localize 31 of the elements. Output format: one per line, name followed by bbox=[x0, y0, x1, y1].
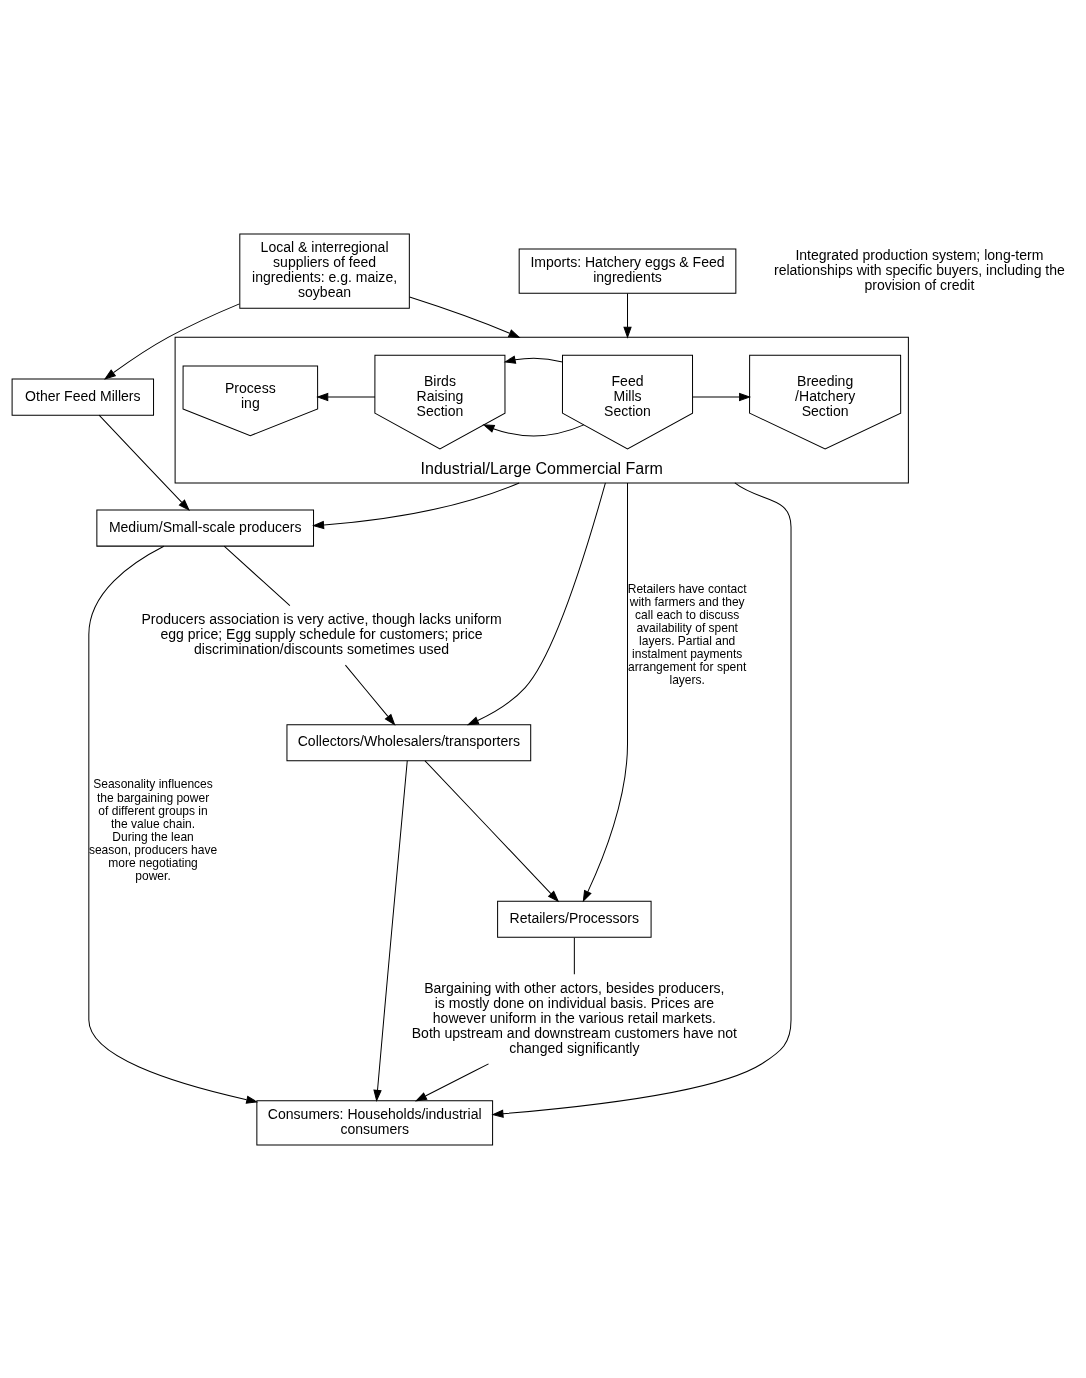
arrow bbox=[104, 302, 240, 379]
arrow bbox=[692, 392, 751, 401]
node-text: Producers association is very active, though lacks uniform egg price; Egg supply schedule for customers; price discrimination/discounts sometimes used bbox=[141, 610, 502, 657]
edge-label: Seasonality influences the bargaining power of different groups in the value chain. During the lean season, producers have more negotiating power. bbox=[88, 776, 218, 883]
node-box: Medium/Small-scale producers bbox=[96, 509, 315, 547]
node-box: Other Feed Millers bbox=[11, 378, 155, 416]
arrow bbox=[317, 392, 376, 401]
connector bbox=[573, 936, 575, 975]
arrow bbox=[467, 481, 606, 725]
node-box: Local & interregional suppliers of feed ingredients: e.g. maize, soybean bbox=[239, 233, 410, 309]
arrow bbox=[483, 423, 585, 436]
connector bbox=[223, 545, 291, 606]
arrow bbox=[409, 296, 520, 338]
node-box: Consumers: Households/industrial consumers bbox=[256, 1099, 494, 1145]
arrow bbox=[623, 292, 632, 338]
node-box: Collectors/Wholesalers/transporters bbox=[286, 723, 532, 761]
node-box: Imports: Hatchery eggs & Feed ingredients bbox=[518, 248, 737, 294]
arrow bbox=[373, 759, 408, 1101]
arrow bbox=[415, 1062, 490, 1101]
node-text: Bargaining with other actors, besides producers, is mostly done on individual basis. Prices are however uniform in the various retail markets. Both upstream and downstream customers have not changed significantly bbox=[411, 979, 737, 1056]
arrow bbox=[582, 481, 628, 901]
arrow bbox=[504, 355, 563, 364]
arrow bbox=[98, 414, 190, 510]
edge-label: Retailers have contact with farmers and they call each to discuss availability of spent layers. Partial and instalment payments arrangement for spent layers. bbox=[627, 581, 747, 687]
arrow bbox=[424, 759, 559, 902]
label: Integrated production system; long-term relationships with specific buyers, including the provision of credit bbox=[773, 246, 1065, 293]
arrow bbox=[88, 545, 258, 1104]
arrow bbox=[313, 481, 520, 529]
node-box: Retailers/Processors bbox=[497, 900, 652, 938]
arrow bbox=[344, 664, 396, 725]
arrow bbox=[492, 481, 792, 1118]
